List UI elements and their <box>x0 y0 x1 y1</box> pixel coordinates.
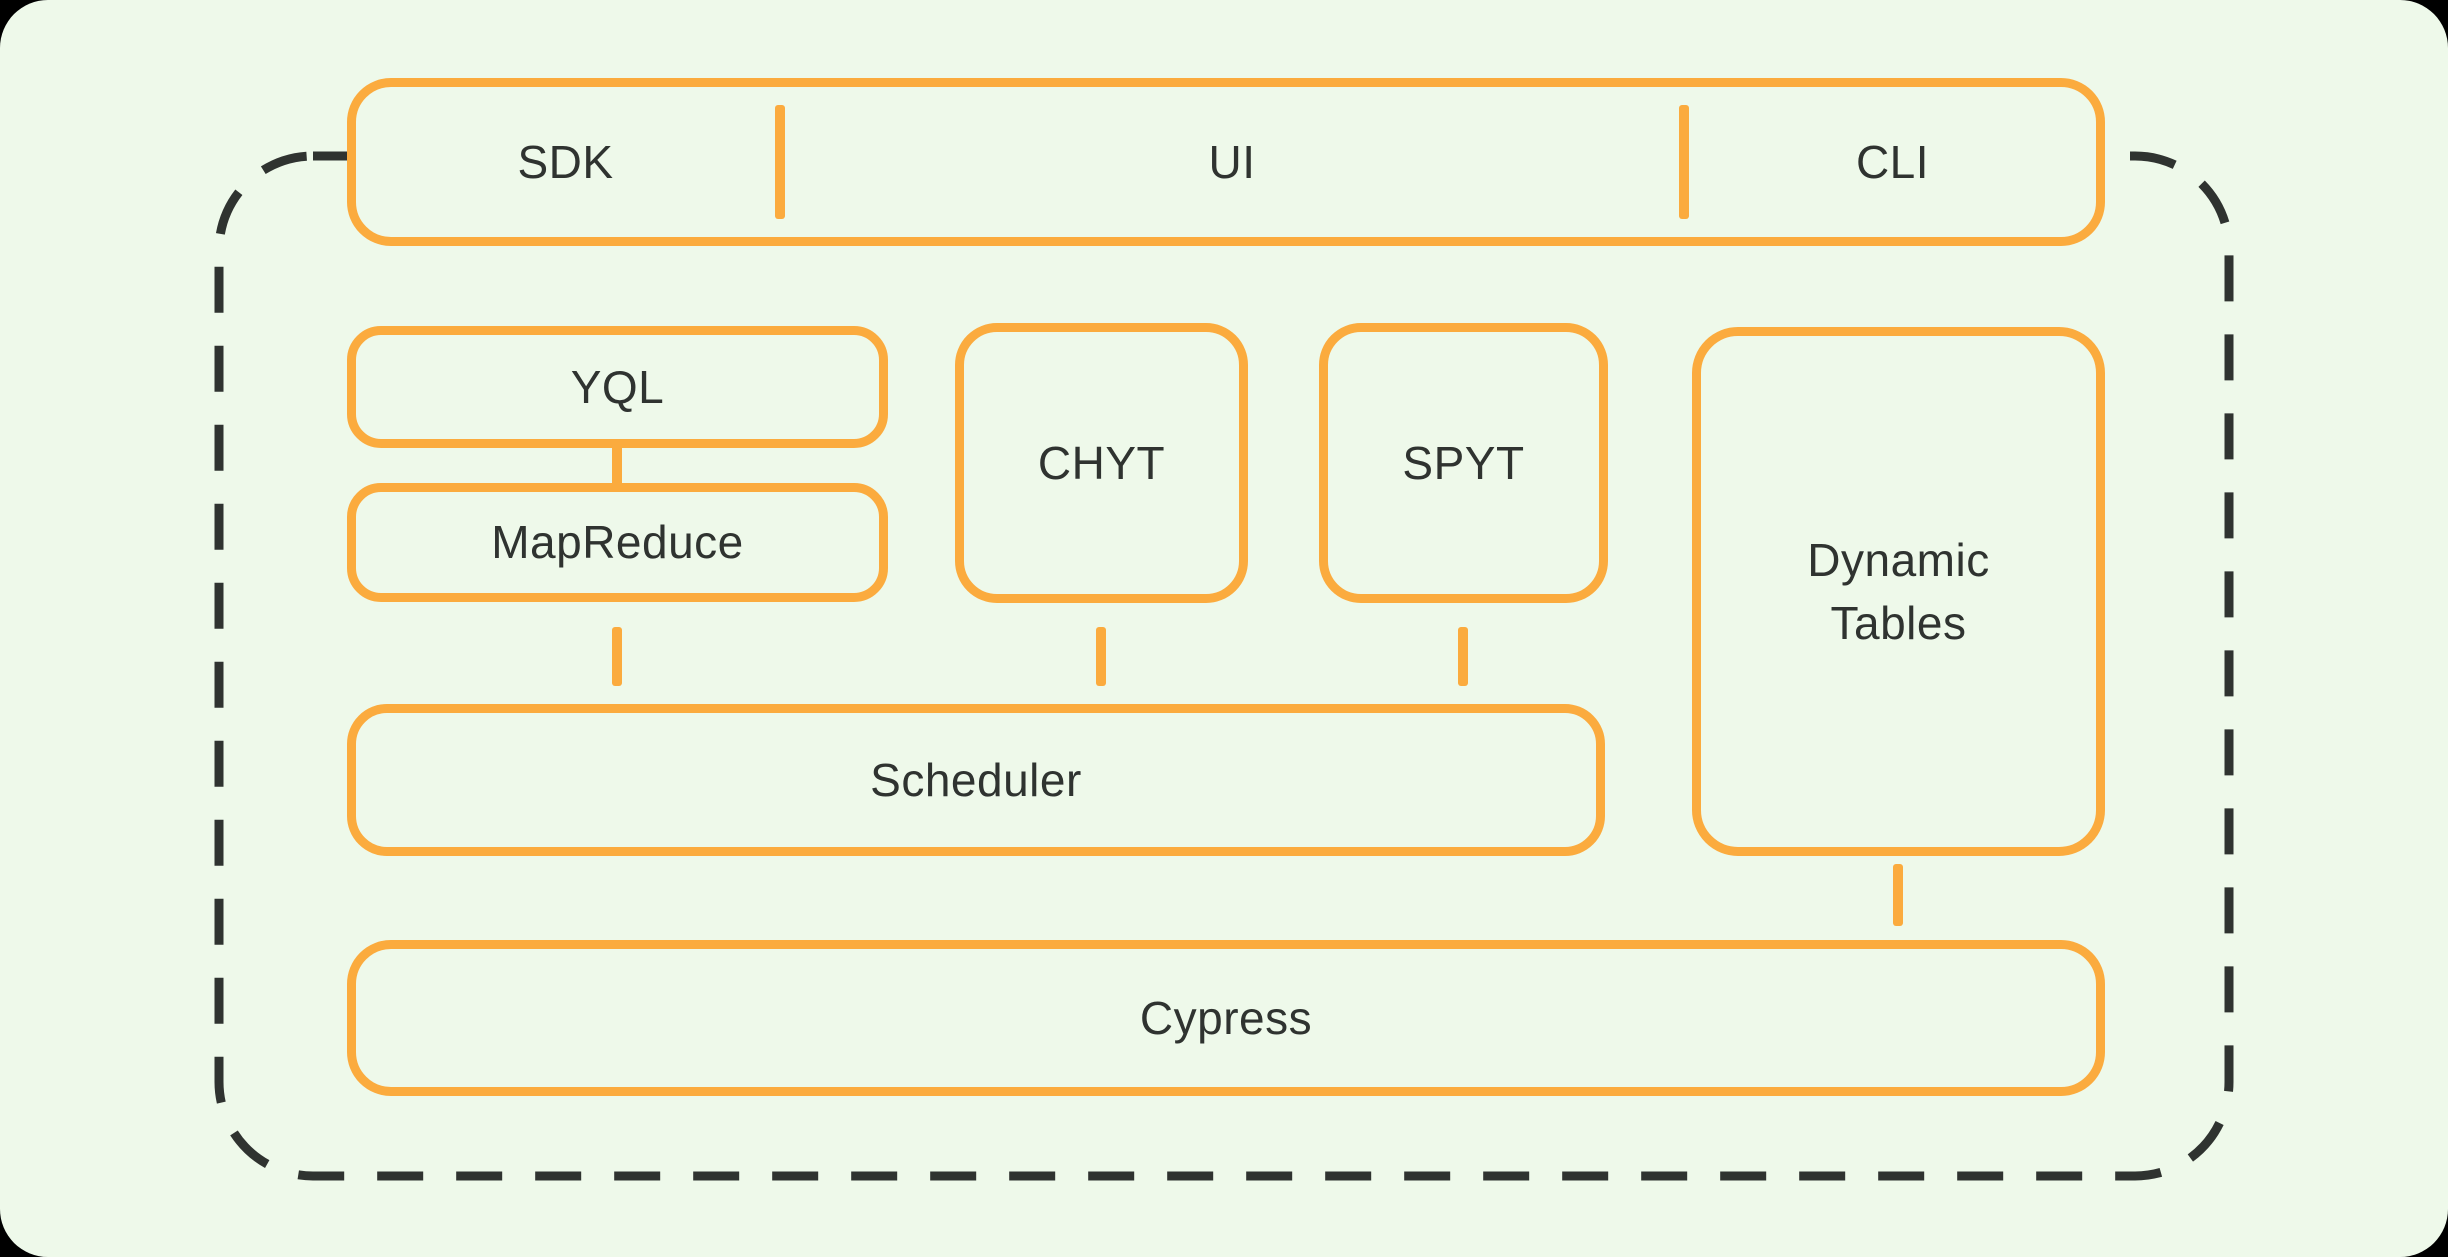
top-bar-item-cli: CLI <box>1689 87 2096 237</box>
scheduler-label: Scheduler <box>870 753 1082 806</box>
node-mapreduce: MapReduce <box>347 483 888 602</box>
connector-yql-mapreduce <box>612 444 622 488</box>
node-dynamic-tables: Dynamic Tables <box>1692 327 2105 856</box>
node-yql: YQL <box>347 326 888 448</box>
top-bar-divider <box>775 105 785 219</box>
sdk-label: SDK <box>517 135 614 188</box>
node-cypress: Cypress <box>347 940 2105 1096</box>
cypress-label: Cypress <box>1139 991 1313 1044</box>
chyt-label: CHYT <box>1037 436 1166 489</box>
spyt-label: SPYT <box>1402 436 1525 489</box>
connector-spyt-scheduler <box>1458 627 1468 686</box>
top-bar-item-sdk: SDK <box>356 87 775 237</box>
node-chyt: CHYT <box>955 323 1248 603</box>
top-bar-item-ui: UI <box>785 87 1679 237</box>
node-spyt: SPYT <box>1319 323 1608 603</box>
top-bar-divider <box>1679 105 1689 219</box>
yql-label: YQL <box>570 360 665 413</box>
connector-chyt-scheduler <box>1096 627 1106 686</box>
connector-mapreduce-scheduler <box>612 627 622 686</box>
dynamic-tables-label: Dynamic Tables <box>1807 534 1990 649</box>
connector-dynamic-tables-cypress <box>1893 864 1903 926</box>
mapreduce-label: MapReduce <box>491 516 744 569</box>
top-bar-interfaces: SDK UI CLI <box>347 78 2105 246</box>
cli-label: CLI <box>1855 135 1930 188</box>
ui-label: UI <box>1208 135 1256 188</box>
node-scheduler: Scheduler <box>347 704 1605 856</box>
